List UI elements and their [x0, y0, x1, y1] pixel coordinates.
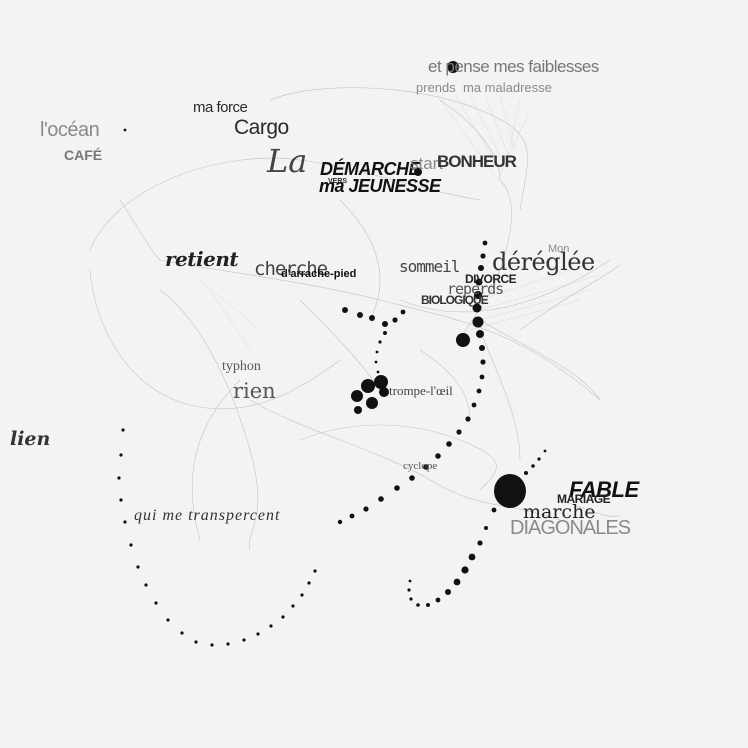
dot-trail-right [123, 128, 547, 607]
word-cherche: cherche [254, 258, 328, 280]
dot-trail-left [117, 428, 317, 647]
word-marche: marche [523, 501, 596, 523]
word-prends: prends [416, 80, 456, 95]
word-trompe: trompe-l'œil [389, 383, 453, 398]
word-ocean: l'océan [40, 119, 100, 141]
word-typhon: typhon [222, 359, 261, 374]
word-cafe: CAFÉ [64, 147, 103, 163]
word-jeunesse: ma JEUNESSE [319, 176, 441, 196]
word-fable: FABLE [569, 477, 639, 502]
word-sommeil: sommeil [399, 257, 460, 276]
word-mariage: MARIAGE [557, 492, 611, 506]
word-start: start [410, 154, 444, 173]
web-lines [89, 87, 621, 551]
word-mon: Mon [548, 243, 570, 255]
word-diagonales: DIAGONALES [510, 517, 631, 539]
word-vers: VERS [328, 178, 348, 185]
word-lien: lien [10, 428, 51, 450]
word-la: La [267, 142, 308, 180]
word-bonheur: BONHEUR [437, 152, 517, 171]
word-retient: retient [165, 247, 239, 271]
word-demarche: DÉMARCHE [320, 159, 421, 179]
word-arrache: d'arrache-pied [281, 268, 357, 280]
word-rien: rien [233, 379, 276, 403]
word-divorce: DIVORCE [465, 272, 517, 286]
ink-blot [414, 61, 459, 176]
word-cargo: Cargo [234, 116, 289, 139]
word-reperds: reperds [447, 280, 504, 298]
word-biologique: BIOLOGIQUE [421, 293, 489, 307]
word-ma-force: ma force [193, 99, 248, 116]
word-faiblesses: et pense mes faiblesses [428, 57, 599, 76]
dot-trail-diagonal [337, 240, 488, 525]
word-deregle: déréglée [492, 248, 595, 276]
dot-trail-center [342, 307, 406, 414]
word-transpercent: qui me transpercent [134, 507, 281, 524]
word-maladresse: ma maladresse [463, 80, 552, 95]
web-hatching [199, 94, 601, 351]
word-cyclope: cyclope [403, 460, 438, 472]
